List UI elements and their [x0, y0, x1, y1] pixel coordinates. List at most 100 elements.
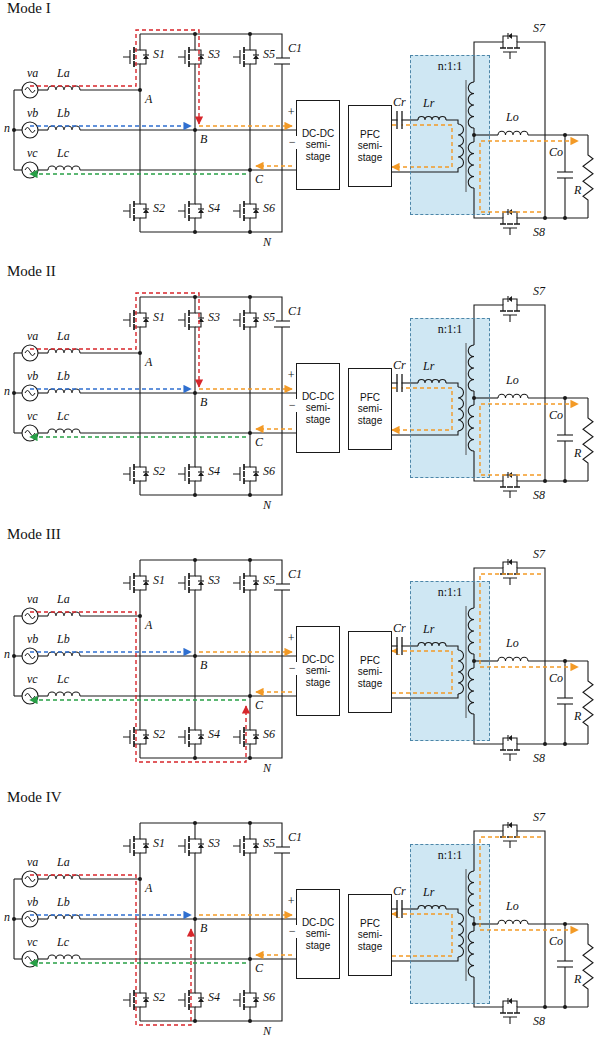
wire: [410, 382, 418, 383]
wire: [14, 615, 22, 616]
mosfet-symbol: [233, 831, 259, 861]
component-label: S6: [262, 991, 276, 1004]
diode-symbol: [253, 581, 259, 585]
diode-symbol: [143, 209, 149, 213]
wire: [557, 960, 573, 961]
mosfet-line: [495, 568, 503, 574]
mosfet-line: [503, 315, 517, 322]
wire: [14, 695, 22, 696]
component-label: S6: [262, 202, 276, 215]
mosfet-line: [244, 590, 250, 598]
diode-symbol: [508, 735, 512, 741]
diode-symbol: [143, 844, 149, 848]
mosfet-line: [189, 459, 195, 467]
mosfet-channel: [133, 464, 135, 484]
winding-symbol: [468, 142, 474, 188]
ac-source-symbol: [22, 425, 38, 441]
mosfet-line: [178, 839, 185, 853]
mosfet-symbol: [178, 831, 204, 861]
stage-label: DC-DC semi-stage: [300, 654, 336, 689]
ac-source-symbol: [22, 162, 38, 178]
mosfet-symbol: [233, 459, 259, 489]
transformer-core: [466, 869, 467, 981]
diode-symbol: [253, 209, 259, 213]
diode-symbol: [143, 998, 149, 1002]
capacitor-symbol: [397, 637, 402, 655]
component-label: Lo: [505, 374, 520, 387]
component-label: N: [262, 236, 272, 249]
component-label: A: [144, 93, 153, 106]
mosfet-channel: [243, 201, 245, 221]
component-label: S3: [207, 48, 221, 61]
component-label: −: [287, 925, 297, 938]
mosfet-channel: [500, 486, 520, 488]
wire: [564, 704, 565, 744]
wire: [38, 878, 48, 879]
wire: [140, 853, 282, 1021]
mosfet-line: [134, 568, 140, 576]
stage-label: n:1:1: [438, 585, 463, 600]
component-label: vb: [26, 370, 39, 383]
component-label: S4: [207, 202, 221, 215]
inductor-symbol: [48, 955, 80, 959]
mosfet-line: [244, 305, 250, 313]
inductor-symbol: [418, 906, 446, 910]
current-arrow: [199, 914, 292, 915]
sine-symbol: [25, 917, 35, 922]
mosfet-channel: [188, 990, 190, 1010]
winding-symbol: [468, 871, 474, 917]
component-label: A: [144, 356, 153, 369]
mode-currents: [30, 837, 578, 1025]
stage-box: PFC semi-stage: [348, 631, 392, 713]
component-label: S1: [152, 574, 166, 587]
mosfet-line: [495, 218, 503, 224]
component-label: La: [56, 330, 71, 343]
wire: [474, 134, 498, 135]
component-label: S7: [532, 22, 546, 35]
transformer-region: n:1:1: [410, 581, 490, 741]
stage-label: DC-DC semi-stage: [300, 128, 336, 163]
inductor-symbol: [418, 643, 446, 647]
junction-dot: [543, 742, 547, 746]
capacitor-symbol: [397, 111, 402, 129]
mosfet-symbol: [178, 305, 204, 335]
component-label: S3: [207, 574, 221, 587]
ac-source-symbol: [22, 951, 38, 967]
current-arrow: [30, 436, 246, 437]
component-label: R: [573, 184, 582, 197]
mosfet-line: [134, 459, 140, 467]
mosfet-line: [123, 467, 130, 481]
stage-label: DC-DC semi-stage: [300, 391, 336, 426]
sine-symbol: [25, 654, 35, 659]
component-label: Co: [548, 146, 564, 159]
wire: [194, 598, 195, 722]
capacitor-symbol: [397, 900, 402, 918]
junction-dot: [472, 133, 476, 137]
sine-symbol: [25, 877, 35, 882]
stage-box: PFC semi-stage: [348, 368, 392, 450]
component-label: C: [254, 699, 264, 712]
component-label: Cr: [392, 622, 407, 635]
diode-symbol: [508, 822, 512, 828]
wire: [525, 831, 545, 1007]
stage-label: DC-DC semi-stage: [300, 917, 336, 952]
wire: [80, 169, 296, 170]
capacitor-overlay: [397, 637, 402, 655]
inductor-symbol: [498, 657, 528, 661]
component-label: n: [3, 911, 11, 924]
mosfet-line: [189, 744, 195, 752]
component-label: C1: [287, 42, 303, 55]
component-label: S4: [207, 991, 221, 1004]
component-label: S7: [532, 285, 546, 298]
wire: [410, 957, 458, 961]
wire: [474, 923, 498, 924]
component-label: Lc: [56, 673, 70, 686]
component-label: S5: [262, 48, 276, 61]
mosfet-line: [189, 305, 195, 313]
wire: [139, 861, 140, 985]
wire: [410, 431, 458, 435]
diode-symbol: [198, 998, 204, 1002]
mosfet-line: [189, 1007, 195, 1015]
wire: [80, 695, 296, 696]
wire: [14, 169, 22, 170]
